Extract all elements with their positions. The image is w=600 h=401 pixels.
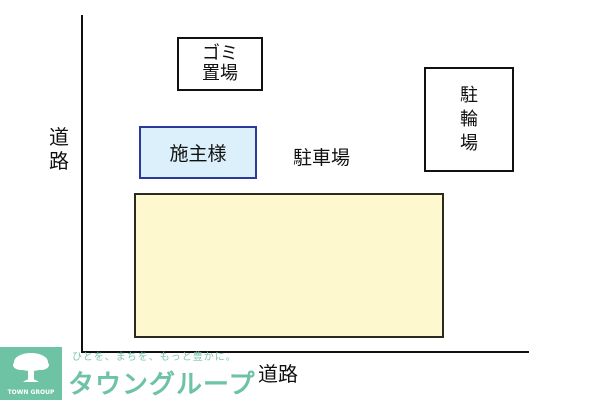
garbage-area-line2: 置場: [202, 63, 238, 84]
bottom-road-label: 道路: [258, 362, 298, 386]
bottom-road-line: [81, 351, 529, 353]
parking-label: 駐車場: [293, 147, 351, 169]
brand-name: タウングループ: [68, 370, 256, 400]
bicycle-parking-line2: 輪: [460, 108, 478, 130]
owner-box: 施主様: [139, 126, 257, 179]
bicycle-parking-line3: 場: [460, 132, 478, 154]
left-road-line: [81, 15, 83, 353]
town-group-logo: TOWN GROUP: [0, 347, 62, 400]
logo-text: TOWN GROUP: [7, 389, 55, 396]
bicycle-parking-box: 駐 輪 場: [424, 67, 514, 172]
garbage-area-line1: ゴミ: [202, 43, 238, 64]
bicycle-parking-line1: 駐: [460, 84, 478, 106]
building-footprint: [134, 193, 444, 338]
left-road-label: 道路: [49, 125, 69, 173]
owner-label: 施主様: [169, 143, 227, 165]
tree-icon: [13, 353, 49, 382]
garbage-area-box: ゴミ 置場: [177, 37, 263, 91]
brand-tagline: ひとを、まちを、もっと豊かに。: [72, 352, 237, 363]
